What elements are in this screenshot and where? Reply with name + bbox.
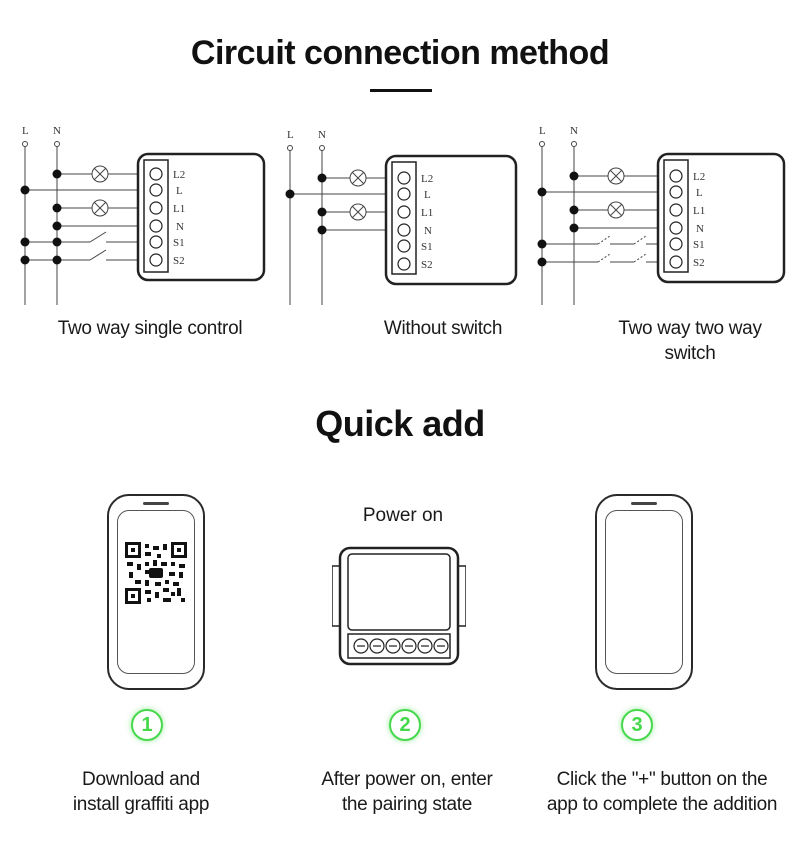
step-text-line: the pairing state <box>341 794 473 815</box>
diagram-caption: Two way single control <box>57 318 243 339</box>
power-on-label: Power on <box>362 505 444 526</box>
terminal-label-l1: L1 <box>173 203 185 215</box>
qr-code-icon <box>125 542 187 604</box>
terminal-label-n: N <box>176 221 184 233</box>
wire-label-l: L <box>22 125 29 137</box>
step-text-line: Download and <box>82 769 200 790</box>
terminal-label-l1: L1 <box>421 207 433 219</box>
quick-add-title: Quick add <box>315 403 485 444</box>
terminal-label-l: L <box>424 189 431 201</box>
terminal-label-l2: L2 <box>421 173 433 185</box>
phone-screen <box>117 510 195 674</box>
step-description: Click the "+" button on the app to compl… <box>530 767 794 817</box>
wiring-diagram-two-way-two-way-switch: L N L2 L L1 N S1 S2 <box>537 125 786 305</box>
wire-label-n: N <box>570 125 578 137</box>
terminal-label-l1: L1 <box>693 205 705 217</box>
phone-illustration <box>595 494 693 690</box>
terminal-label-s1: S1 <box>693 239 705 251</box>
wiring-diagram-two-way-single-control: L N L2 L L1 N S1 S2 <box>20 125 266 305</box>
step-text-line: Click the "+" button on the <box>556 769 768 790</box>
terminal-label-s1: S1 <box>173 237 185 249</box>
terminal-label-l2: L2 <box>693 171 705 183</box>
step-text-line: app to complete the addition <box>546 794 778 815</box>
phone-speaker <box>143 502 169 505</box>
terminal-label-n: N <box>696 223 704 235</box>
wire-label-n: N <box>53 125 61 137</box>
wire-label-l: L <box>287 129 294 141</box>
terminal-label-n: N <box>424 225 432 237</box>
circuit-section-title: Circuit connection method <box>190 34 610 72</box>
step-number-badge: 3 <box>621 709 653 741</box>
step-description: Download and install graffiti app <box>30 767 252 817</box>
step-number-badge: 1 <box>131 709 163 741</box>
terminal-label-s2: S2 <box>421 259 433 271</box>
wire-label-n: N <box>318 129 326 141</box>
terminal-label-l: L <box>176 185 183 197</box>
terminal-label-l2: L2 <box>173 169 185 181</box>
phone-illustration <box>107 494 205 690</box>
wiring-diagram-without-switch: L N L2 L L1 N S1 S2 <box>285 129 518 305</box>
step-text-line: After power on, enter <box>321 769 493 790</box>
switch-module-illustration <box>332 546 466 666</box>
terminal-label-l: L <box>696 187 703 199</box>
step-description: After power on, enter the pairing state <box>296 767 518 817</box>
terminal-label-s2: S2 <box>693 257 705 269</box>
wire-label-l: L <box>539 125 546 137</box>
phone-speaker <box>631 502 657 505</box>
terminal-label-s1: S1 <box>421 241 433 253</box>
step-number-badge: 2 <box>389 709 421 741</box>
step-text-line: install graffiti app <box>72 794 210 815</box>
diagram-caption: Without switch <box>383 318 503 339</box>
terminal-label-s2: S2 <box>173 255 185 267</box>
diagram-caption: Two way two way switch <box>618 318 762 364</box>
title-underline <box>370 89 432 92</box>
phone-screen <box>605 510 683 674</box>
